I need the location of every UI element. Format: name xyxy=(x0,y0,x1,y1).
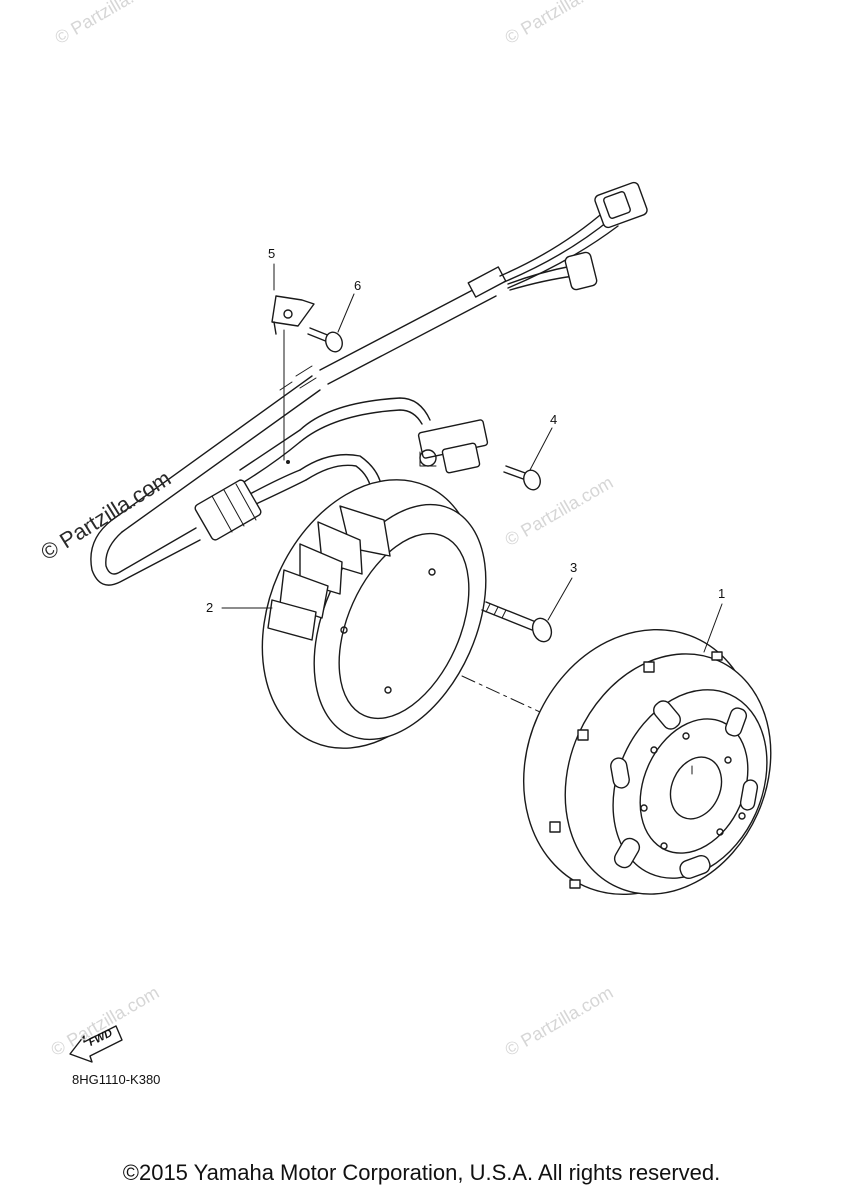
lower-connector xyxy=(564,251,598,291)
screw-6 xyxy=(307,293,355,353)
callout-part-2: 2 xyxy=(206,600,214,615)
callout-part-5: 5 xyxy=(268,246,276,261)
rotor-1 xyxy=(522,603,772,896)
callout-part-6: 6 xyxy=(354,278,362,293)
callout-part-1: 1 xyxy=(718,586,726,601)
copyright: ©2015 Yamaha Motor Corporation, U.S.A. A… xyxy=(122,1160,721,1185)
wire-harness xyxy=(90,181,648,586)
screw-4 xyxy=(503,427,553,491)
callout-part-4: 4 xyxy=(550,412,558,427)
stator-2 xyxy=(221,479,487,749)
bolt-3 xyxy=(481,577,573,643)
upper-connector xyxy=(594,181,648,229)
fwd-arrow-icon xyxy=(69,1025,123,1063)
assembly-axis xyxy=(461,675,541,713)
clamp-5 xyxy=(271,263,315,335)
callout-part-3: 3 xyxy=(570,560,578,575)
pickup-sensor xyxy=(417,419,489,474)
diagram-code: 8HG1110-K380 xyxy=(72,1072,161,1087)
harness-connector xyxy=(194,479,262,541)
